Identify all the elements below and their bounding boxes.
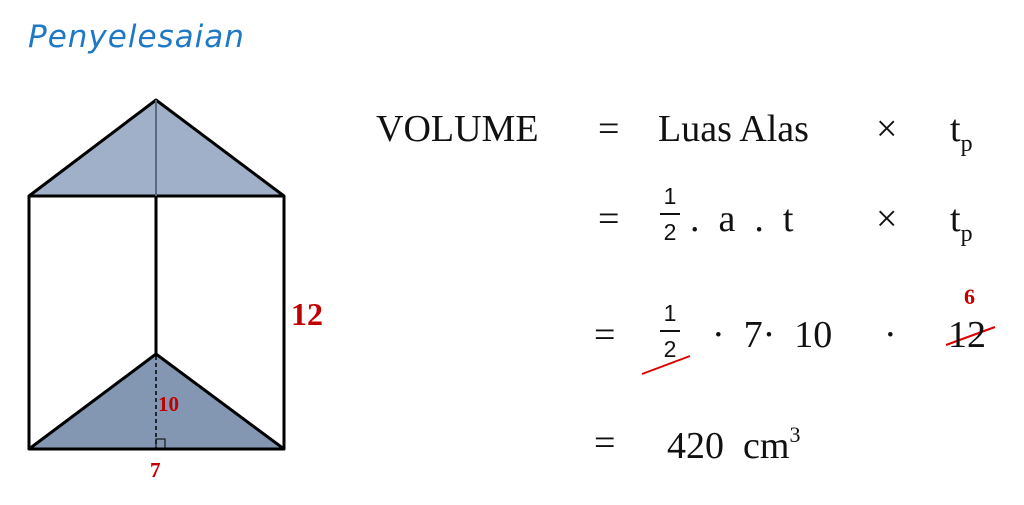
substituted-values: · 7· 10 [712,314,833,356]
height-label: 12 [291,296,323,332]
equals-4: = [594,422,616,464]
triangle-area-term: . a . t [690,198,794,240]
crossed-twelve: 12 [948,314,986,356]
prism-height-2: tp [950,198,973,247]
triangle-height-label: 10 [158,392,179,416]
dot-3: · [884,314,897,356]
replacement-six: 6 [964,284,975,309]
base-label: 7 [150,458,161,482]
base-area-term: Luas Alas [658,108,809,150]
prism-height-1: tp [950,108,973,157]
equals-3: = [594,314,616,356]
result-value: 420 cm3 [667,422,801,467]
times-1: × [876,108,898,150]
volume-label: VOLUME [376,108,539,150]
equals-2: = [598,198,620,240]
strike-half [641,355,691,375]
times-2: × [876,198,898,240]
right-angle-mark [155,438,166,449]
equals-1: = [598,108,620,150]
strike-twelve [945,326,996,346]
page-title: Penyelesaian [28,19,245,55]
